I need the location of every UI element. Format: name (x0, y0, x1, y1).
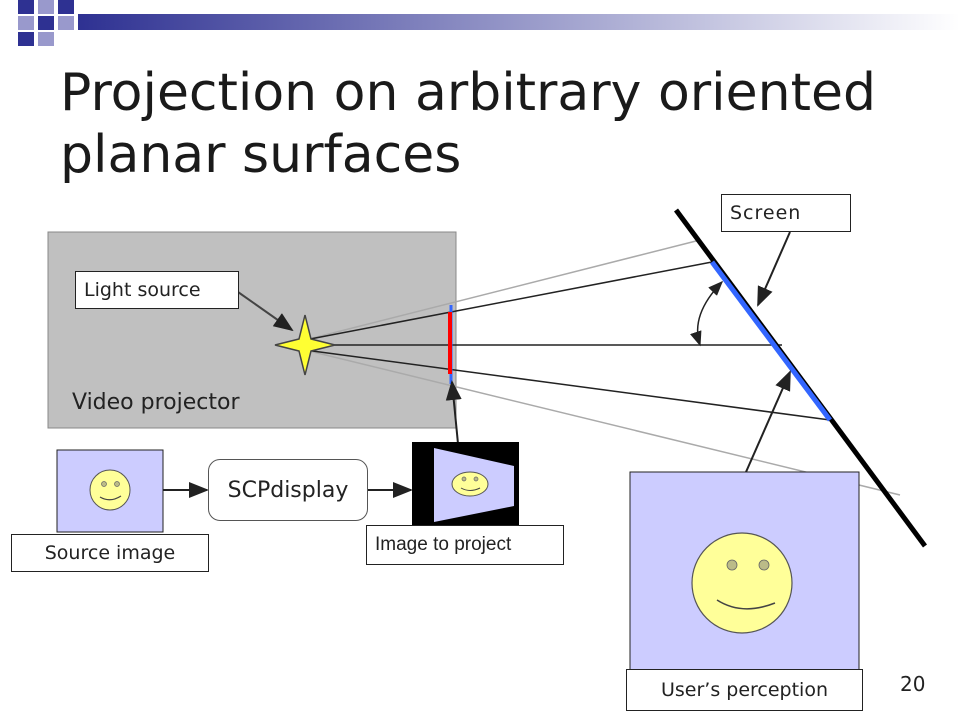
image-to-project-label: Image to project (366, 525, 564, 565)
header-gradient-bar (78, 14, 960, 30)
users-perception-label: User’s perception (626, 669, 863, 711)
perceived-smiley-face (691, 532, 793, 634)
projected-smiley-face (451, 471, 489, 497)
header-square (18, 32, 34, 46)
header-square (18, 0, 34, 14)
light-source-star (274, 314, 336, 376)
header-square (38, 32, 54, 46)
video-projector-body (47, 231, 457, 429)
ray-bottom (304, 349, 831, 421)
header-square (18, 16, 34, 30)
header-square (38, 0, 54, 14)
scpdisplay-process-box: SCPdisplay (208, 459, 368, 521)
slide-title: Projection on arbitrary oriented planar … (60, 63, 876, 185)
source-smiley-face (89, 469, 131, 511)
header-decoration (18, 0, 960, 46)
ray-outer-bottom (304, 349, 901, 496)
screen-projection-blue (709, 260, 833, 422)
arrow-users-perception (745, 370, 791, 473)
light-source-label: Light source (75, 271, 239, 309)
ray-outer-top (304, 239, 701, 341)
video-projector-label: Video projector (72, 390, 240, 415)
arrow-light-source (237, 291, 294, 332)
header-square (38, 16, 54, 30)
page-number: 20 (900, 672, 926, 696)
header-square (58, 0, 74, 14)
ray-top (304, 261, 713, 341)
angle-arc (690, 280, 724, 347)
arrow-screen (757, 231, 791, 307)
screen-label: Screen (721, 194, 851, 232)
source-image-label: Source image (11, 534, 209, 572)
header-square (58, 16, 74, 30)
